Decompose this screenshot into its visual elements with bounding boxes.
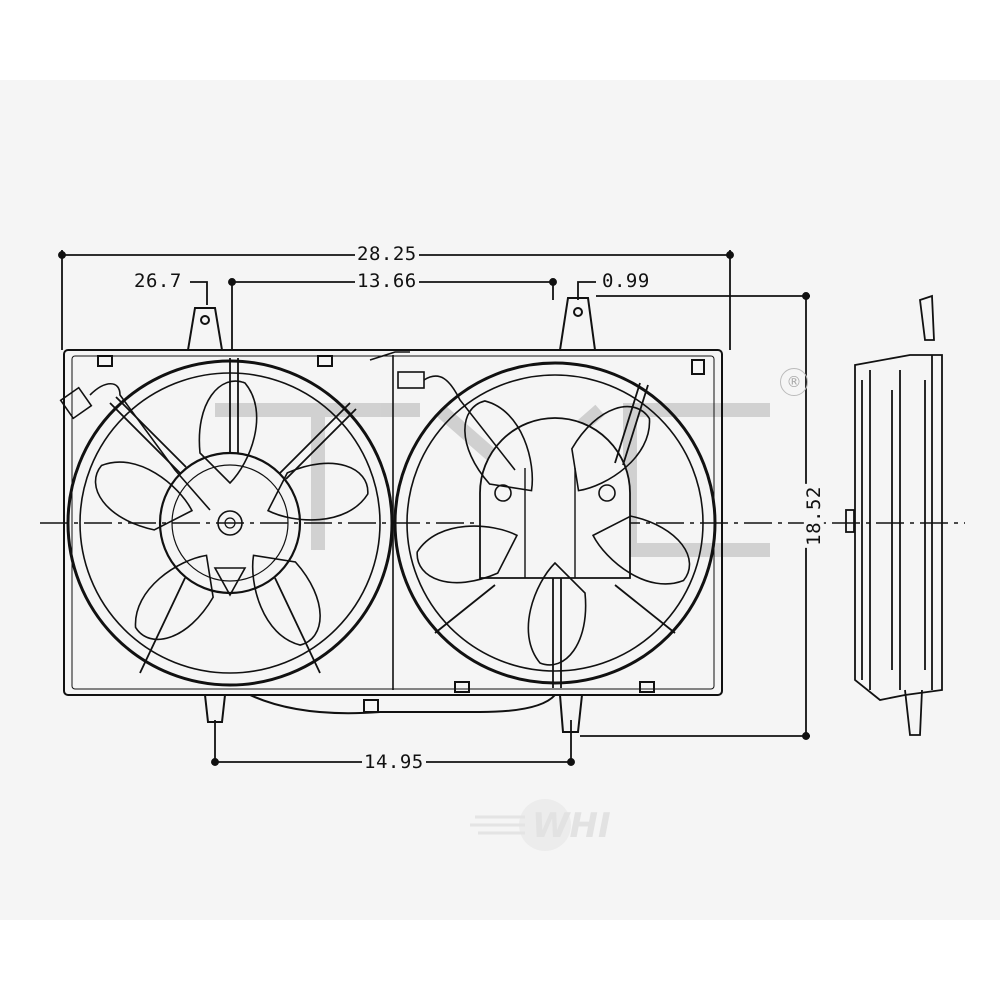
left-fan [66,358,394,687]
dim-mount-spacing-top: 13.66 [355,270,419,292]
dim-overall-height: 18.52 [802,484,825,548]
left-connector [59,382,211,511]
dim-right-offset: 0.99 [600,270,652,292]
right-connector [369,351,516,471]
dim-overall-width: 28.25 [355,243,419,265]
dim-mount-spacing-bottom: 14.95 [362,751,426,773]
right-fan [393,361,717,688]
svg-text:WHI: WHI [532,806,611,846]
whi-watermark: WHI [470,799,611,851]
dim-left-offset: 26.7 [132,270,184,292]
registered-mark: ® [780,368,808,396]
side-view [845,294,943,736]
